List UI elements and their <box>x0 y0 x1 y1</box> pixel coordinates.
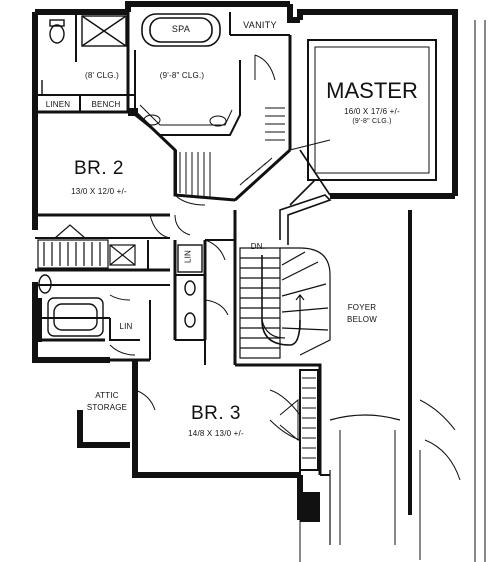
closet-hatch-bath <box>175 107 291 202</box>
upper-wc-fixtures <box>41 15 127 95</box>
hall-bath-fixtures <box>38 244 203 337</box>
lin-label-lower: LIN <box>119 322 133 331</box>
master-room-dims: 16/0 X 17/6 +/- <box>344 107 400 116</box>
foyer-label-line1: FOYER <box>347 303 377 312</box>
railing <box>279 139 332 245</box>
vanity-label: VANITY <box>243 20 277 30</box>
br2-room-name: BR. 2 <box>73 158 125 179</box>
attic-label-line2: STORAGE <box>86 403 128 412</box>
br3-room-dims: 14/8 X 13/0 +/- <box>188 429 244 438</box>
attic-label-line1: ATTIC <box>95 391 119 400</box>
stairs-down-label: DN. <box>250 242 266 251</box>
wall-fills <box>32 108 320 522</box>
master-room-name: MASTER <box>326 78 418 103</box>
doors <box>109 54 461 562</box>
br3-room-name: BR. 3 <box>190 403 242 424</box>
bench-label: BENCH <box>91 100 121 109</box>
spa-label: SPA <box>171 24 191 34</box>
linen-label: LINEN <box>45 100 71 109</box>
master-tray-ceiling <box>307 39 437 181</box>
br2-closet <box>37 224 136 269</box>
br2-room-dims: 13/0 X 12/0 +/- <box>71 187 127 196</box>
spa-tub <box>141 13 221 47</box>
lin-label-upper: LIN <box>183 249 193 264</box>
wc-ceiling-note: (8' CLG.) <box>85 71 119 80</box>
foyer-label-line2: BELOW <box>347 315 377 324</box>
bath-angled-counter <box>134 50 241 136</box>
exterior-entry-columns <box>319 20 486 562</box>
bath-ceiling-note: (9'-8" CLG.) <box>159 71 205 80</box>
stairs <box>239 247 331 359</box>
master-ceiling-note: (9'-8" CLG.) <box>352 118 392 125</box>
br3-closet <box>279 369 319 471</box>
exterior-walls <box>32 1 458 520</box>
